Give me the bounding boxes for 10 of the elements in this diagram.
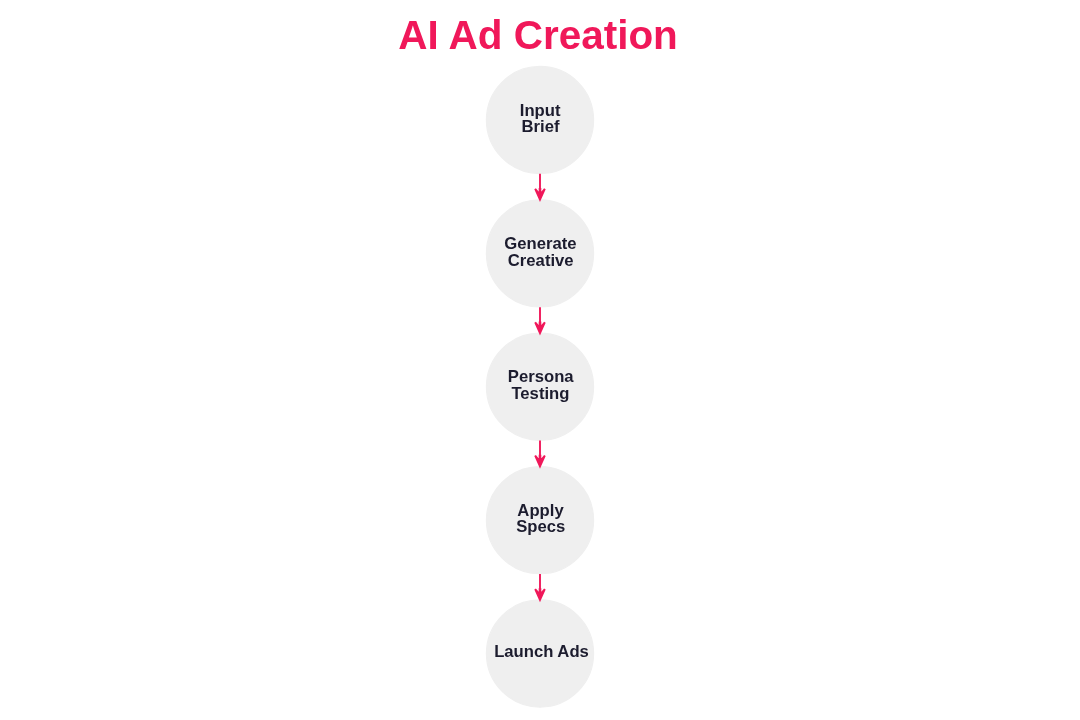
arrow xyxy=(534,572,546,601)
node-circle: Generate Creative xyxy=(485,199,595,308)
node-circle: Persona Testing xyxy=(485,332,595,441)
diagram-title: AI Ad Creation xyxy=(398,11,678,58)
node-circle: Apply Specs xyxy=(485,466,595,575)
node-circle: Launch Ads xyxy=(485,599,595,708)
arrow xyxy=(534,306,546,334)
node-circle: Input Brief xyxy=(485,65,595,175)
arrow xyxy=(534,172,546,201)
arrow xyxy=(534,439,546,468)
